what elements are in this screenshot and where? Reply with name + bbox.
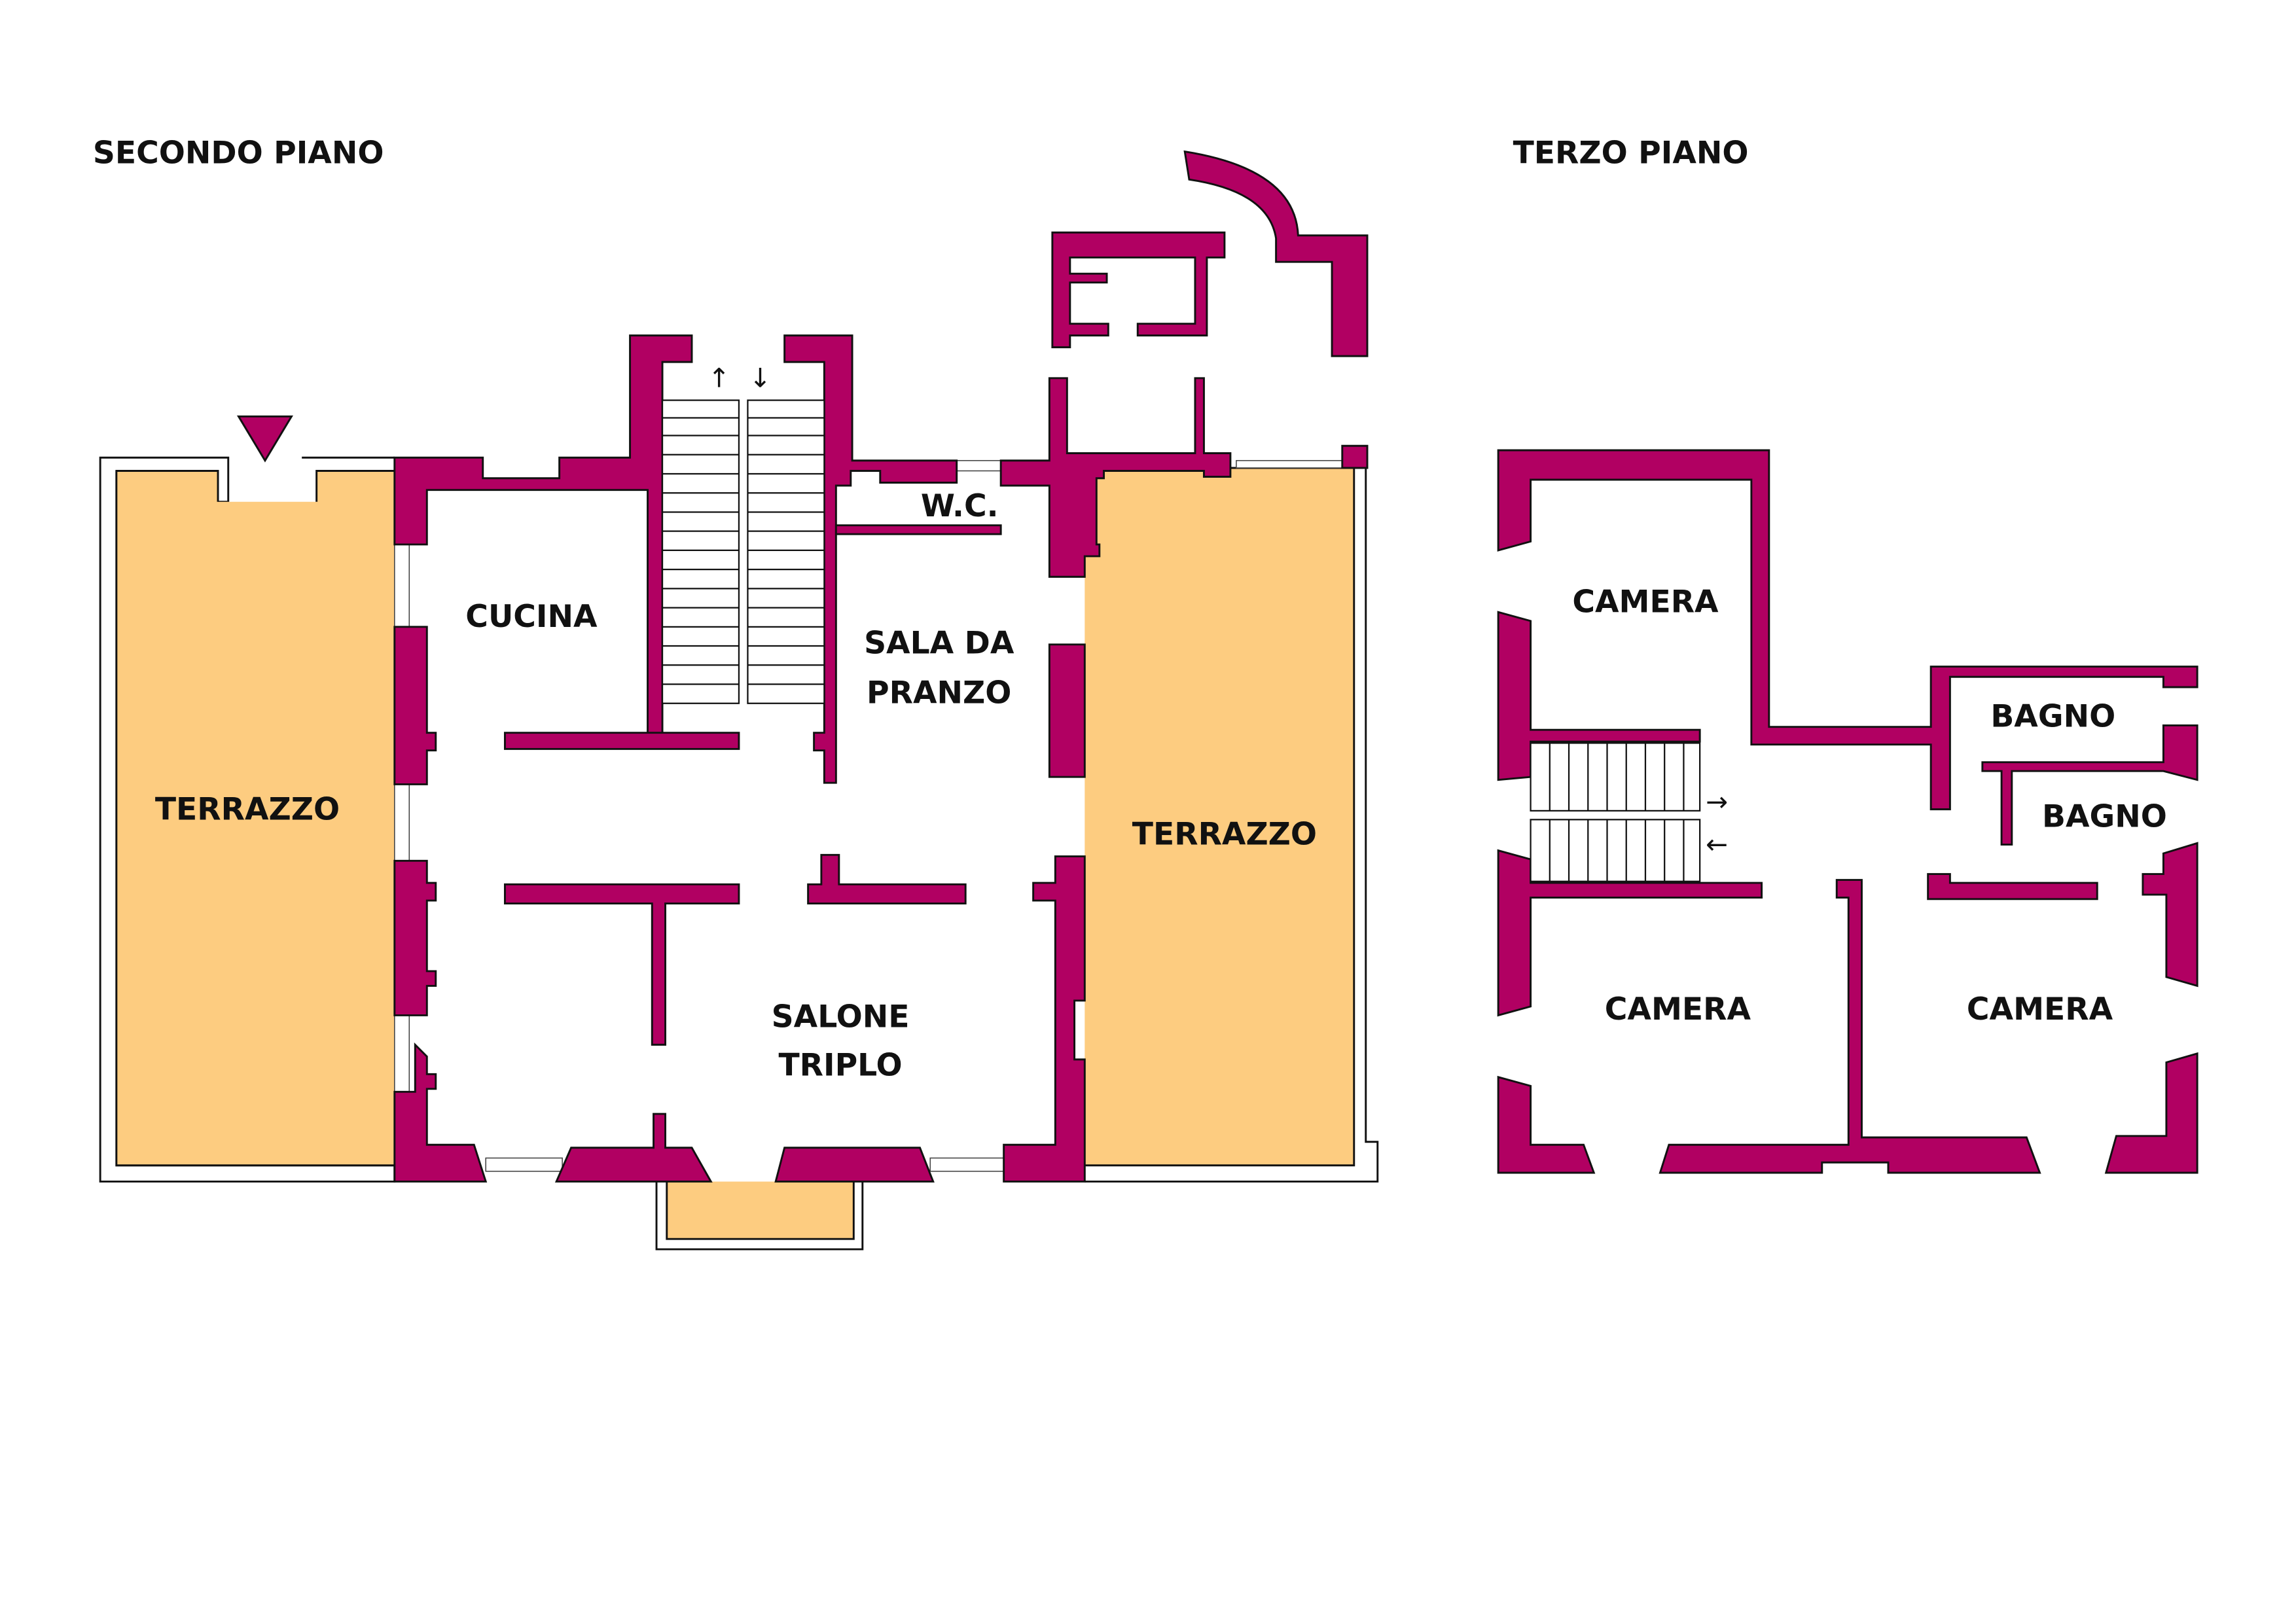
- balcony: [666, 1181, 854, 1240]
- entrance-triangle-icon: [236, 415, 294, 463]
- arrow-up-icon: ↑: [708, 362, 730, 393]
- room-label: TERRAZZO: [155, 791, 340, 827]
- room-label: SALONE: [772, 999, 910, 1035]
- staircase: [661, 399, 825, 704]
- room-label: BAGNO: [1990, 699, 2115, 735]
- terzo-piano: TERZO PIANO → ← CAMERA BAGNO BAGNO CAMER…: [1497, 135, 2198, 1174]
- secondo-piano: SECONDO PIANO: [93, 135, 1379, 1251]
- room-label: SALA DA: [864, 625, 1014, 661]
- room-label: TERRAZZO: [1132, 817, 1317, 853]
- room-label: CAMERA: [1572, 584, 1719, 620]
- room-label: CAMERA: [1605, 991, 1751, 1027]
- room-label: CUCINA: [465, 599, 598, 635]
- terrace-left: [116, 471, 395, 1166]
- room-label: PRANZO: [867, 675, 1011, 711]
- floor-title: SECONDO PIANO: [93, 135, 384, 171]
- arrow-right-icon: →: [1706, 786, 1728, 817]
- room-label: W.C.: [921, 488, 999, 524]
- room-label: TRIPLO: [778, 1048, 902, 1084]
- arrow-down-icon: ↓: [749, 362, 772, 393]
- terrace-right: [1085, 467, 1354, 1166]
- arrow-left-icon: ←: [1706, 829, 1728, 860]
- room-label: CAMERA: [1967, 991, 2113, 1027]
- room-label: BAGNO: [2042, 799, 2167, 835]
- floor-title: TERZO PIANO: [1513, 135, 1749, 171]
- staircase: [1530, 742, 1701, 882]
